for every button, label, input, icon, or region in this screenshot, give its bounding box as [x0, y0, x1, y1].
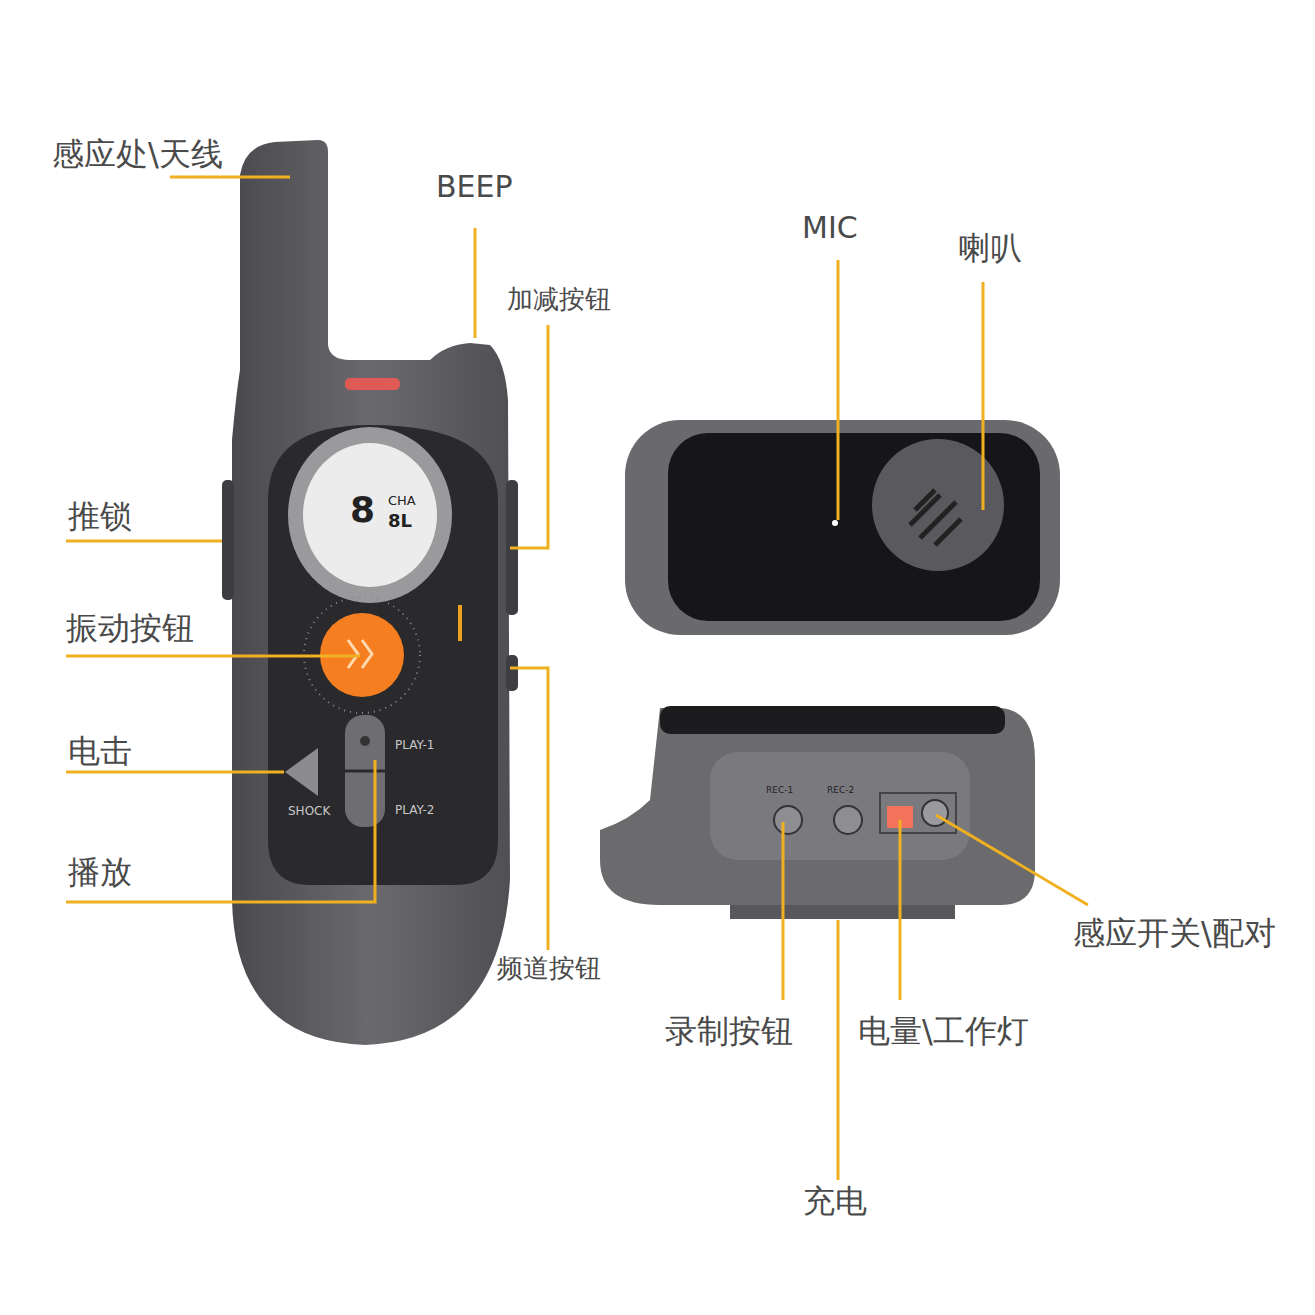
callout-label: 电击: [68, 735, 132, 767]
leader-line: [66, 655, 360, 658]
side-light: [458, 605, 462, 641]
leader-line: [982, 282, 985, 510]
leader-line: [899, 820, 902, 1000]
callout-label: 喇叭: [958, 232, 1022, 264]
button-text: PLAY-1: [395, 739, 434, 751]
receiver-side-top: [660, 706, 1005, 734]
leader-line: [510, 668, 548, 950]
indicator-led: [345, 378, 400, 390]
rec-button: [834, 806, 862, 834]
leader-line: [782, 822, 785, 1000]
callout-label: 感应处\天线: [52, 138, 223, 170]
play-buttons: [345, 715, 385, 827]
speaker-grille: [910, 490, 961, 545]
callout-label: 推锁: [68, 500, 132, 532]
leader-lines: [66, 177, 1088, 1180]
channel-button: [506, 655, 518, 691]
port-text: REC-2: [827, 786, 854, 795]
button-text: SHOCK: [288, 805, 330, 817]
leader-line: [66, 760, 375, 902]
switch-frame: [880, 793, 956, 833]
callout-label: 播放: [68, 856, 132, 888]
rec-button: [774, 806, 802, 834]
callout-label: 振动按钮: [66, 612, 194, 644]
leader-line: [474, 228, 477, 338]
handset-body: [232, 140, 510, 1045]
play-dot: [360, 736, 370, 746]
mic-hole: [832, 520, 838, 526]
leader-line: [510, 325, 548, 548]
receiver-side-housing: [600, 708, 1035, 905]
leader-line: [66, 771, 284, 774]
receiver-top-housing: [625, 420, 1060, 635]
receiver-side-panel: [710, 752, 970, 860]
shock-button: [285, 748, 318, 796]
callout-label: 加减按钮: [507, 286, 611, 312]
leader-line: [837, 920, 840, 1180]
sensor-switch: [922, 800, 948, 826]
callout-label: MIC: [802, 213, 858, 243]
display-ring: [288, 427, 452, 603]
push-lock: [222, 480, 234, 600]
port-text: REC-1: [766, 786, 793, 795]
button-text: PLAY-2: [395, 804, 434, 816]
leader-line: [837, 260, 840, 520]
lcd-display: [303, 443, 437, 587]
callout-label: 充电: [803, 1185, 867, 1217]
callout-label: BEEP: [436, 172, 513, 202]
play-divider: [345, 770, 385, 773]
callout-label: 频道按钮: [497, 955, 601, 981]
vibration-icon: [348, 640, 372, 668]
lcd-text: CHA: [388, 494, 416, 507]
lcd-digit: 8L: [388, 512, 412, 530]
leader-line: [66, 540, 222, 543]
lcd-digit: 8: [350, 492, 375, 528]
callout-label: 感应开关\配对: [1073, 917, 1276, 949]
charging-plate: [730, 905, 955, 919]
leader-line: [936, 815, 1088, 905]
leader-line: [170, 176, 290, 179]
callout-label: 电量\工作灯: [858, 1015, 1029, 1047]
callout-label: 录制按钮: [665, 1015, 793, 1047]
